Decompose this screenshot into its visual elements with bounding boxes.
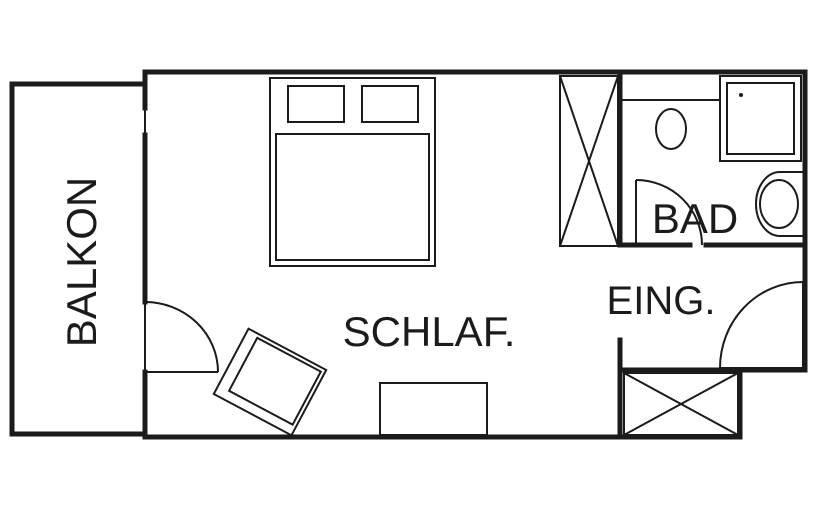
bathroom-fixtures — [622, 75, 803, 246]
interior-walls — [617, 71, 806, 438]
balcony-door — [144, 301, 219, 373]
balcony-label: BALKON — [58, 177, 105, 347]
entrance-door — [719, 281, 804, 369]
bathroom-label: BAD — [652, 195, 738, 242]
shower-drain-icon — [739, 93, 743, 97]
entrance-label: EING. — [607, 279, 716, 323]
wardrobe — [559, 75, 619, 247]
washbasin-icon — [759, 179, 799, 229]
toilet-icon — [655, 108, 687, 150]
outer-walls — [142, 69, 808, 440]
desk — [379, 382, 488, 436]
armchair — [212, 327, 328, 437]
bedroom-label: SCHLAF. — [343, 308, 516, 355]
double-bed — [269, 77, 436, 267]
bathroom-door — [635, 179, 703, 246]
entrance-closet — [623, 372, 739, 436]
